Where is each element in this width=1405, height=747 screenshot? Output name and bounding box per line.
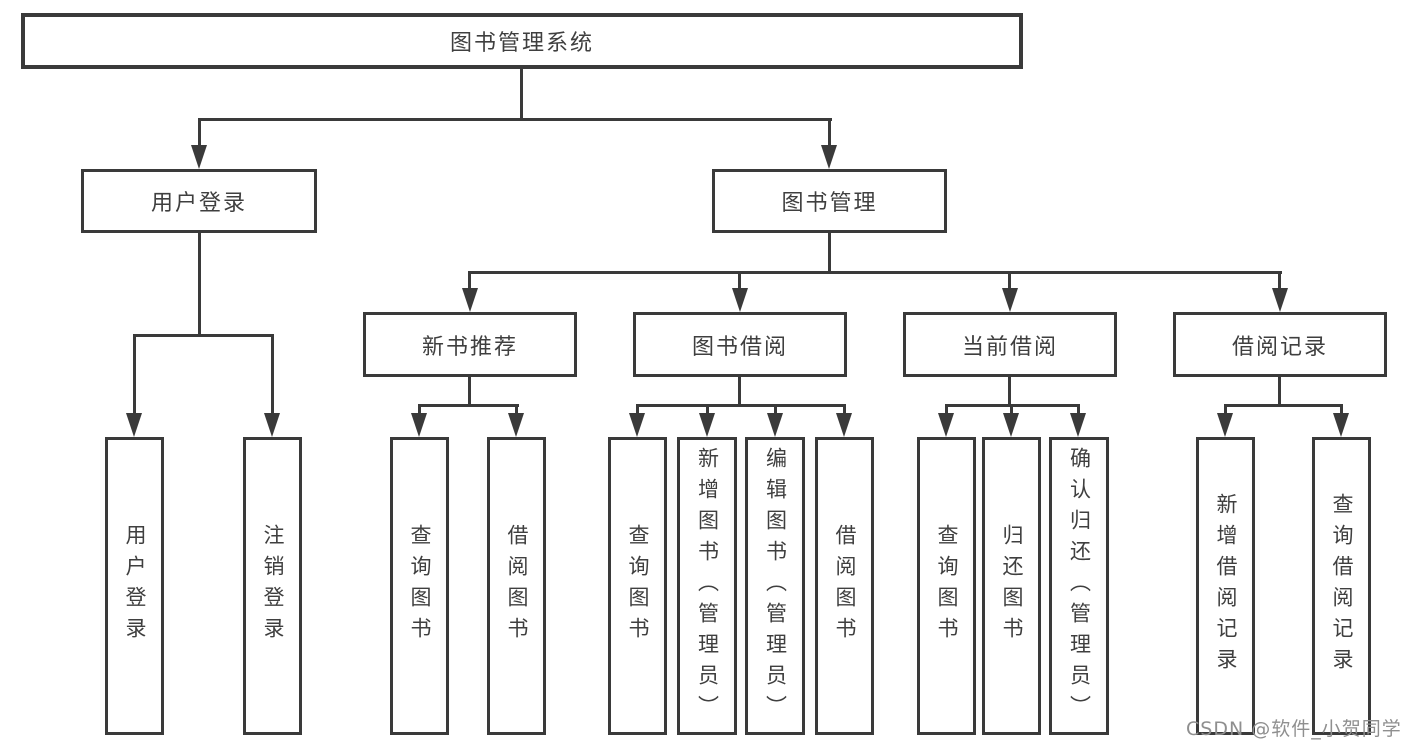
arrowhead-current-borrow [1002,288,1018,312]
node-user-login: 用户登录 [81,169,317,233]
connector-g4-leaf1 [945,404,948,416]
node-current-borrow: 当前借阅 [903,312,1117,377]
connector-g5-rail [1224,404,1343,407]
arrowhead-g3-leaf3 [767,413,783,437]
connector-g3-leaf4 [843,404,846,416]
connector-g3-leaf3 [774,404,777,416]
connector-user-login-stem [198,233,201,337]
connector-g2-leaf1 [418,404,421,416]
arrowhead-borrow-records [1272,288,1288,312]
connector-g2-stem [468,377,471,406]
connector-g4-stem [1008,377,1011,406]
connector-g5-leaf1 [1224,404,1227,416]
node-book-management: 图书管理 [712,169,947,233]
arrowhead-g3-leaf2 [699,413,715,437]
arrowhead-leaf-user-login [126,413,142,437]
connector-stem-current-borrow [1008,271,1011,290]
leaf-confirm-return-admin: 确认归还（管理员） [1049,437,1109,735]
arrowhead-g5-leaf2 [1333,413,1349,437]
node-book-borrow: 图书借阅 [633,312,847,377]
arrowhead-g3-leaf1 [629,413,645,437]
node-new-book-recommend: 新书推荐 [363,312,577,377]
connector-g3-leaf1 [636,404,639,416]
connector-level3-rail [468,271,1282,274]
arrowhead-leaf-logout [264,413,280,437]
connector-stem-book-management [828,118,831,148]
leaf-add-borrow-record: 新增借阅记录 [1196,437,1255,735]
csdn-watermark: CSDN @软件_小贺同学 [1186,718,1402,740]
leaf-edit-book-admin: 编辑图书（管理员） [745,437,805,735]
arrowhead-user-login [191,145,207,169]
connector-g5-stem [1278,377,1281,406]
arrowhead-new-book [462,288,478,312]
arrowhead-g4-leaf2 [1003,413,1019,437]
connector-g3-rail [636,404,846,407]
arrowhead-book-borrow [732,288,748,312]
connector-root-stem [520,68,523,121]
leaf-borrow-book-2: 借阅图书 [815,437,874,735]
connector-stem-leaf-logout [271,334,274,415]
connector-g5-leaf2 [1340,404,1343,416]
arrowhead-g3-leaf4 [836,413,852,437]
connector-level2-rail [198,118,832,121]
arrowhead-g2-leaf1 [411,413,427,437]
leaf-query-book-1: 查询图书 [390,437,449,735]
leaf-query-book-3: 查询图书 [917,437,976,735]
leaf-logout: 注销登录 [243,437,302,735]
arrowhead-g4-leaf3 [1070,413,1086,437]
connector-stem-book-borrow [738,271,741,290]
node-library-management-system: 图书管理系统 [21,13,1023,69]
connector-stem-new-book [468,271,471,290]
leaf-return-book: 归还图书 [982,437,1041,735]
connector-g2-leaf2 [515,404,518,416]
node-borrow-records: 借阅记录 [1173,312,1387,377]
connector-stem-leaf-user-login [133,334,136,415]
connector-g3-stem [738,377,741,406]
connector-book-management-stem [828,233,831,274]
leaf-borrow-book-1: 借阅图书 [487,437,546,735]
leaf-user-login: 用户登录 [105,437,164,735]
connector-g4-leaf2 [1010,404,1013,416]
arrowhead-g2-leaf2 [508,413,524,437]
arrowhead-g4-leaf1 [938,413,954,437]
connector-g2-rail [418,404,519,407]
leaf-query-book-2: 查询图书 [608,437,667,735]
connector-user-login-rail [133,334,274,337]
connector-g4-leaf3 [1077,404,1080,416]
connector-g3-leaf2 [706,404,709,416]
arrowhead-book-management [821,145,837,169]
leaf-add-book-admin: 新增图书（管理员） [677,437,737,735]
connector-stem-borrow-records [1278,271,1281,290]
leaf-query-borrow-record: 查询借阅记录 [1312,437,1371,735]
arrowhead-g5-leaf1 [1217,413,1233,437]
connector-stem-user-login [198,118,201,148]
